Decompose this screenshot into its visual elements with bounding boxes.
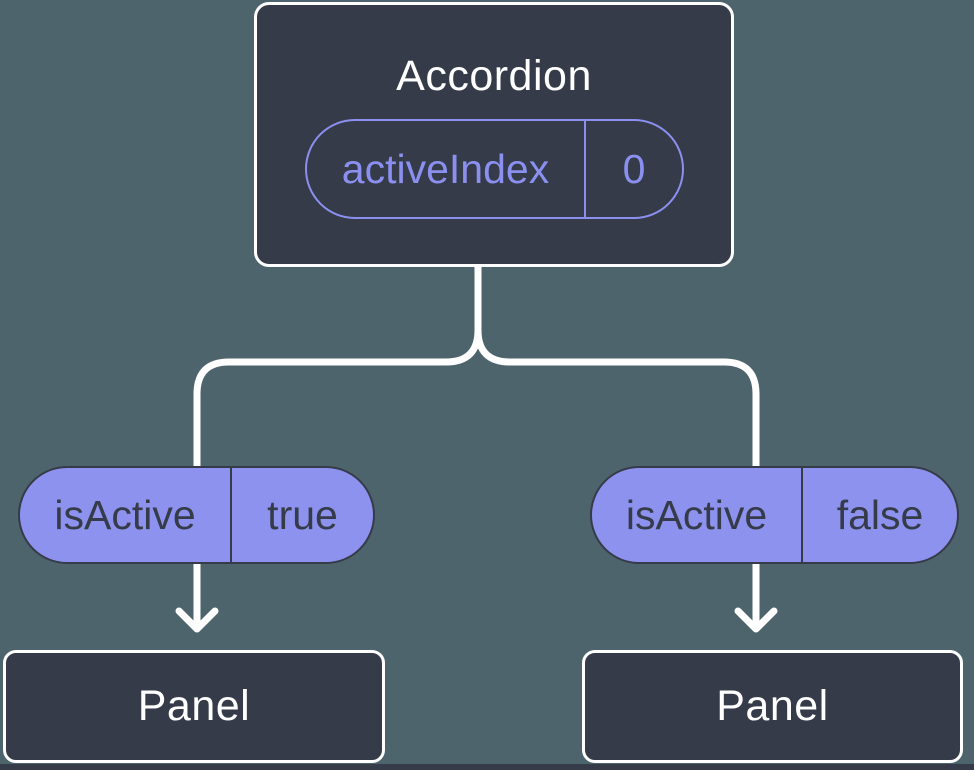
active-index-state-pill: activeIndex 0 xyxy=(305,119,684,219)
bottom-edge-bar xyxy=(0,764,974,770)
panel-node-right: Panel xyxy=(582,650,963,763)
prop-value: true xyxy=(267,491,338,538)
accordion-title: Accordion xyxy=(396,52,592,100)
state-value: 0 xyxy=(622,145,646,192)
accordion-node: Accordion activeIndex 0 xyxy=(254,2,734,267)
is-active-pill-left: isActive true xyxy=(18,466,375,564)
panel-node-left: Panel xyxy=(3,650,385,763)
state-label: activeIndex xyxy=(307,121,586,217)
right-arrowhead xyxy=(734,607,778,633)
prop-label: isActive xyxy=(20,468,232,562)
left-arrowhead xyxy=(175,607,219,633)
is-active-pill-right: isActive false xyxy=(590,466,959,564)
prop-label: isActive xyxy=(592,468,803,562)
panel-title: Panel xyxy=(137,682,251,730)
panel-title: Panel xyxy=(716,682,829,730)
prop-value: false xyxy=(836,491,924,538)
